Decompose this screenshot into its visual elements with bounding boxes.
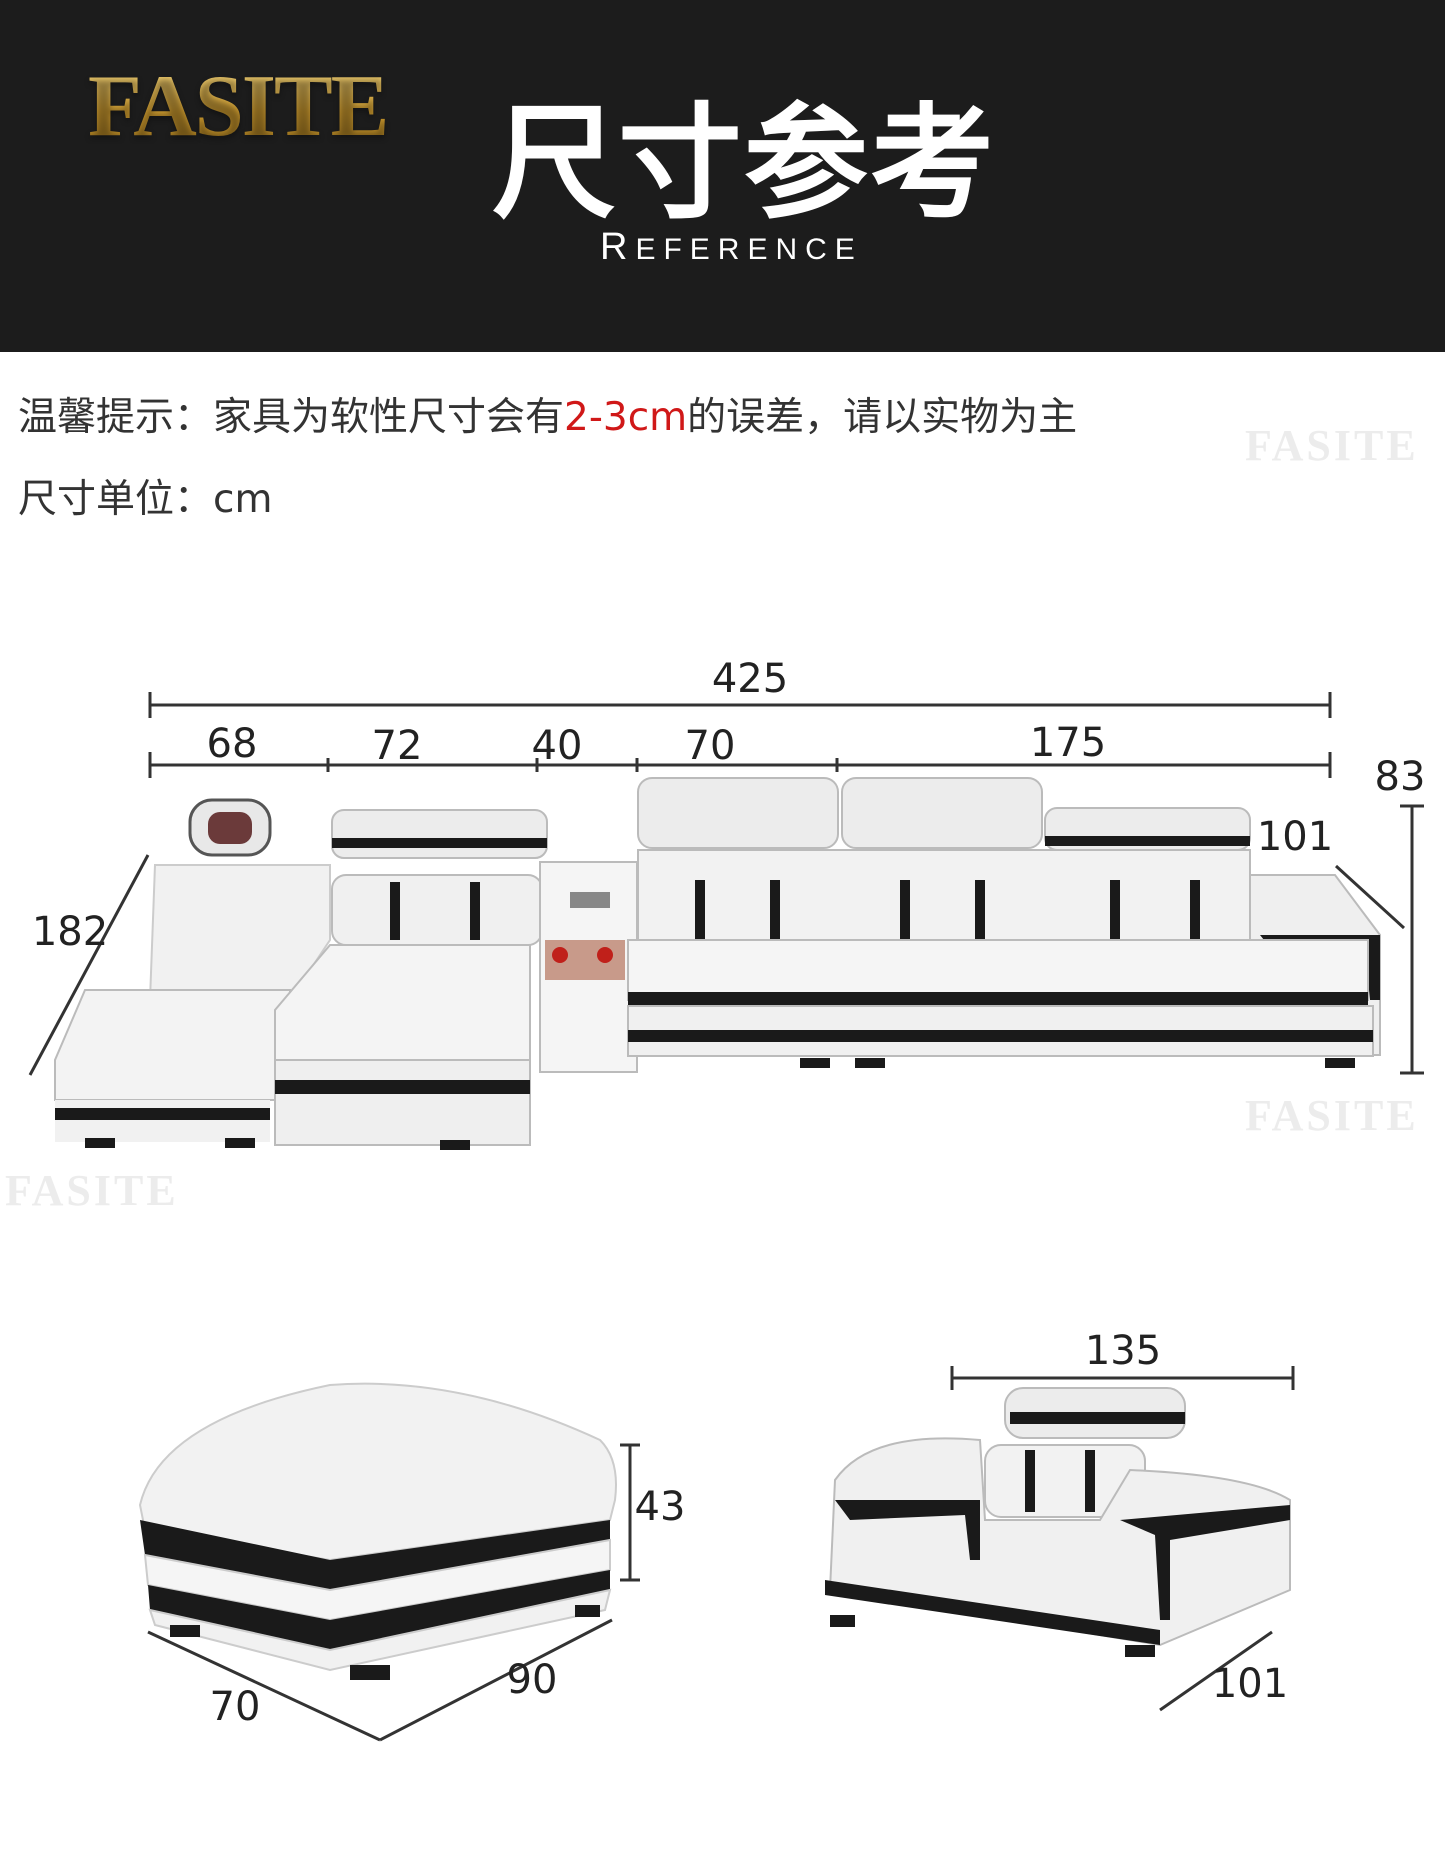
chaise-length-label: 182	[32, 909, 108, 955]
ottoman-length-label: 90	[507, 1657, 558, 1703]
header-banner: FASITE 尺寸参考 REFERENCE	[0, 0, 1445, 352]
chaise-length-line	[28, 854, 150, 1076]
height-label: 83	[1375, 754, 1426, 800]
depth-line	[1334, 864, 1406, 930]
brand-logo: FASITE	[88, 58, 389, 155]
segment-label: 40	[532, 723, 583, 769]
watermark: FASITE	[1245, 1091, 1419, 1140]
segment-label: 68	[207, 721, 258, 767]
watermark: FASITE	[1245, 421, 1419, 470]
size-tolerance-notice: 温馨提示：家具为软性尺寸会有2-3cm的误差，请以实物为主	[18, 386, 1077, 442]
notice-prefix: 温馨提示：家具为软性尺寸会有	[18, 395, 565, 440]
notice-highlight: 2-3cm	[564, 395, 688, 440]
subtitle-initial: R	[600, 226, 636, 268]
subtitle-rest: EFERENCE	[635, 233, 863, 266]
watermark: FASITE	[5, 1166, 179, 1215]
segment-label: 72	[372, 723, 423, 769]
ottoman-height-label: 43	[635, 1484, 686, 1530]
segment-label: 70	[685, 723, 736, 769]
page-subtitle: REFERENCE	[600, 226, 863, 269]
page-title: 尺寸参考	[492, 92, 997, 236]
massage-pad	[208, 812, 252, 844]
armchair-image	[825, 1387, 1291, 1657]
notice-suffix: 的误差，请以实物为主	[687, 395, 1078, 440]
ottoman-image	[138, 1382, 617, 1680]
depth-label: 101	[1257, 814, 1333, 860]
ottoman-width-label: 70	[210, 1684, 261, 1730]
segment-label: 175	[1030, 720, 1106, 766]
armchair-depth-label: 101	[1212, 1661, 1288, 1707]
unit-notice: 尺寸单位：cm	[18, 477, 273, 522]
armchair-width-label: 135	[1085, 1328, 1161, 1374]
total-width-label: 425	[712, 656, 788, 702]
sectional-sofa-image	[54, 777, 1381, 1150]
